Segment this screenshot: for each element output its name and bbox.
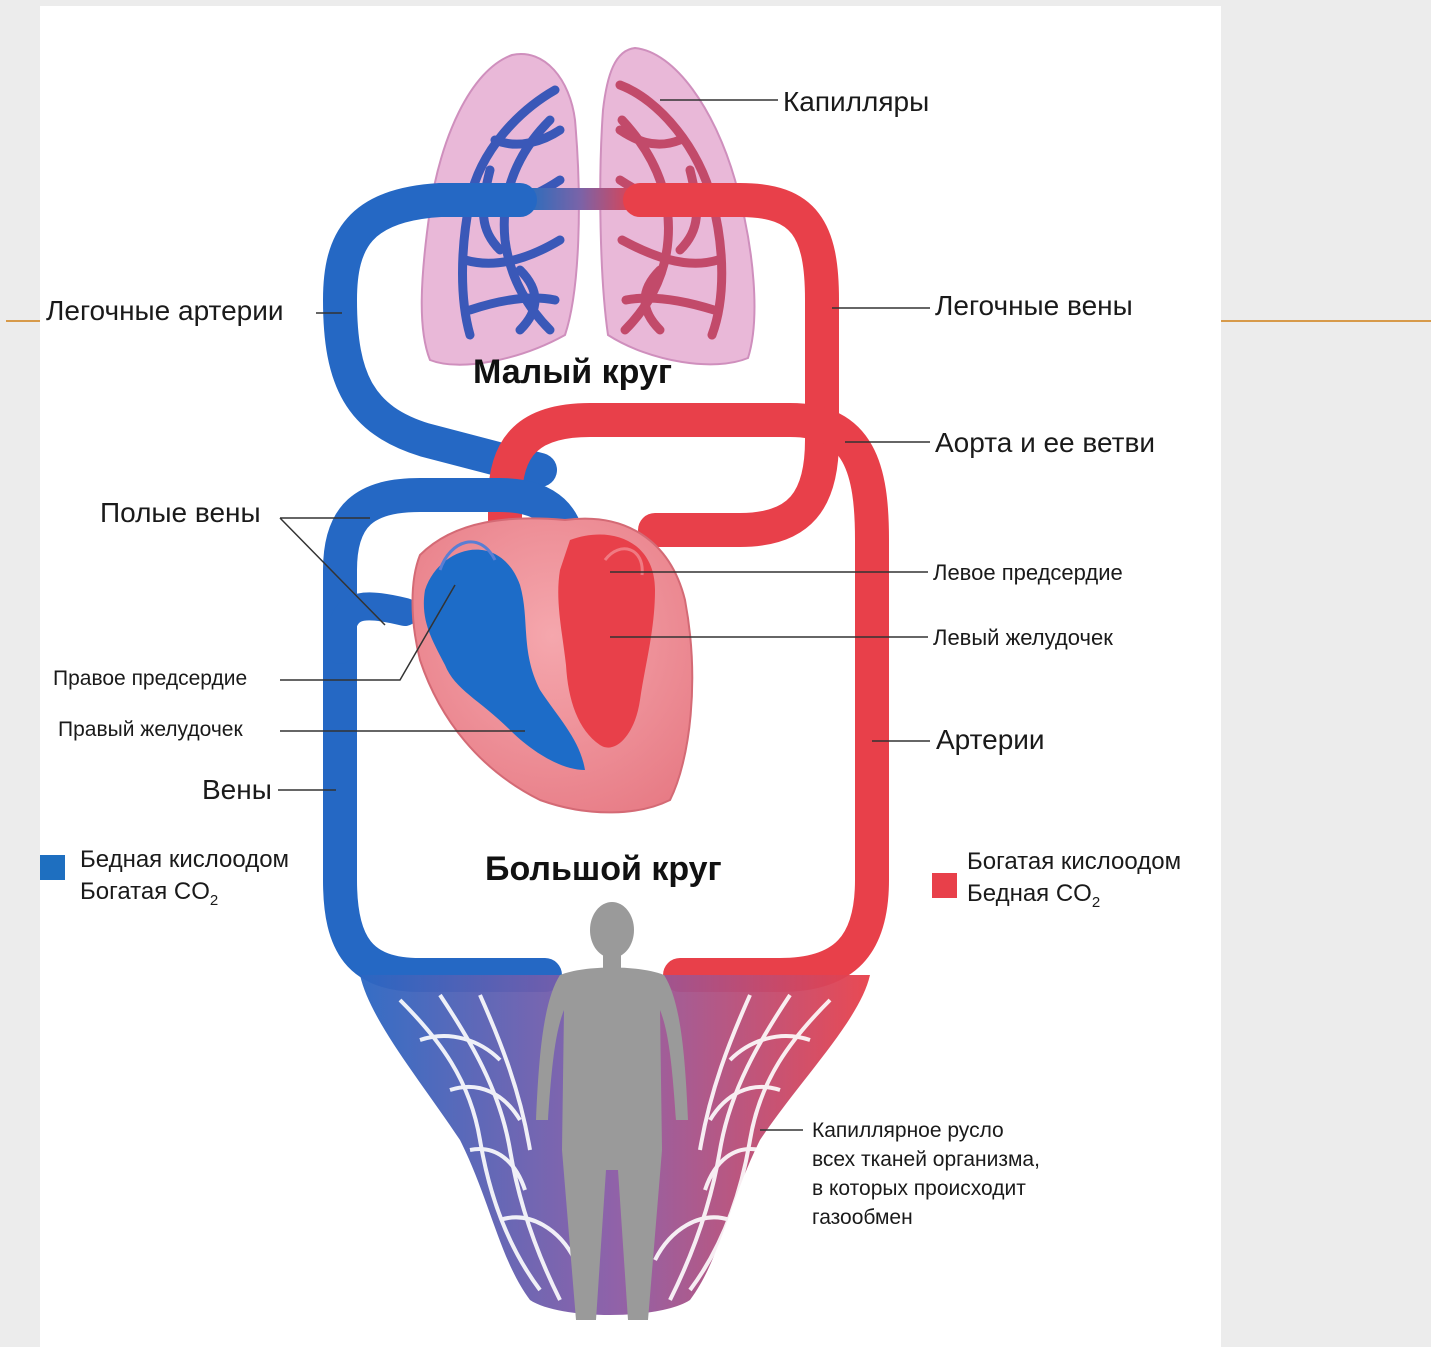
legend-oxygenated-line2: Бедная CO2	[967, 878, 1181, 919]
title-systemic-circuit: Большой круг	[485, 850, 722, 889]
legend-deoxygenated-sub: 2	[210, 892, 218, 909]
legend-deoxygenated: Бедная кислоодом Богатая CO2	[80, 844, 289, 917]
heart-icon	[413, 518, 693, 812]
label-capillaries: Капилляры	[783, 86, 929, 118]
legend-deoxygenated-line1: Бедная кислоодом	[80, 844, 289, 876]
legend-deoxygenated-line2: Богатая CO2	[80, 876, 289, 917]
label-aorta: Аорта и ее ветви	[935, 427, 1155, 459]
legend-swatch-oxygenated	[932, 873, 957, 898]
label-venae-cavae: Полые вены	[100, 497, 261, 529]
legend-deoxygenated-co2: Богатая CO	[80, 878, 210, 905]
legend-oxygenated-sub: 2	[1092, 894, 1100, 911]
label-veins: Вены	[202, 774, 272, 806]
label-right-ventricle: Правый желудочек	[58, 718, 243, 742]
legend-oxygenated-line1: Богатая кислоодом	[967, 846, 1181, 878]
label-left-atrium: Левое предсердие	[933, 560, 1123, 585]
caption-line-1: Капиллярное русло	[812, 1116, 1040, 1145]
lung-capillary-bridge	[520, 188, 640, 210]
label-pulmonary-veins: Легочные вены	[935, 290, 1133, 322]
title-pulmonary-circuit: Малый круг	[473, 353, 672, 392]
caption-line-4: газообмен	[812, 1203, 1040, 1232]
legend-oxygenated: Богатая кислоодом Бедная CO2	[967, 846, 1181, 919]
label-right-atrium: Правое предсердие	[53, 667, 247, 691]
legend-oxygenated-co2: Бедная CO	[967, 880, 1092, 907]
label-left-ventricle: Левый желудочек	[933, 625, 1113, 650]
label-pulmonary-arteries: Легочные артерии	[46, 295, 284, 327]
legend-swatch-deoxygenated	[40, 855, 65, 880]
label-arteries: Артерии	[936, 724, 1045, 756]
caption-line-3: в которых происходит	[812, 1174, 1040, 1203]
capillary-bed-caption: Капиллярное русло всех тканей организма,…	[812, 1116, 1040, 1232]
caption-line-2: всех тканей организма,	[812, 1145, 1040, 1174]
